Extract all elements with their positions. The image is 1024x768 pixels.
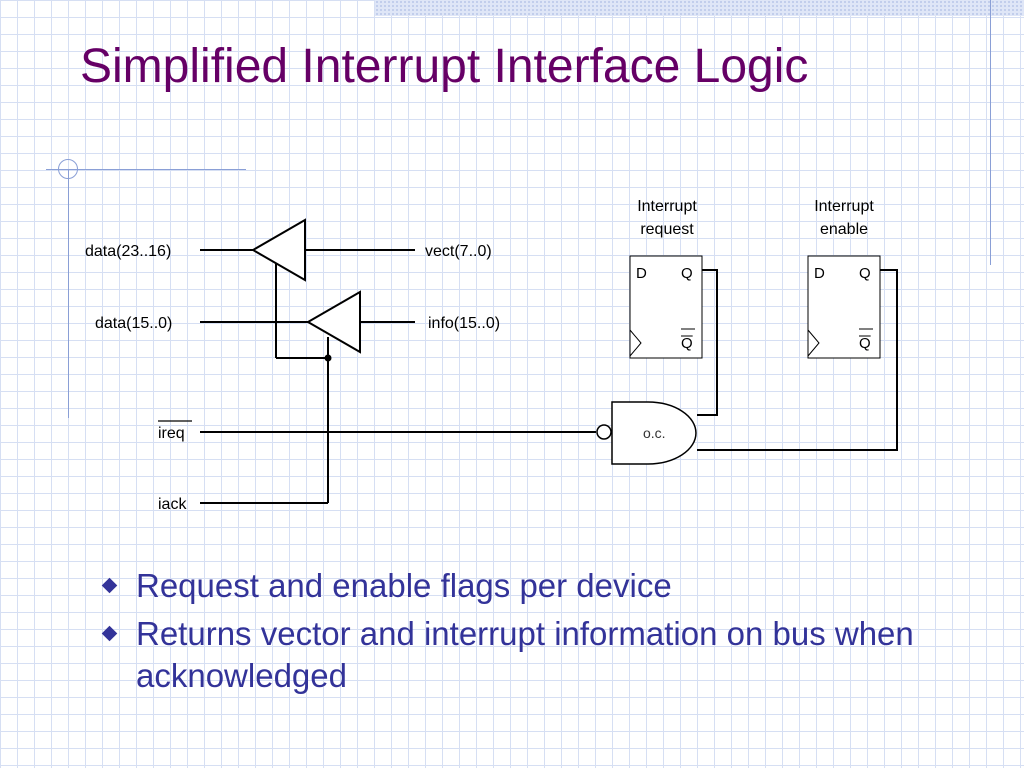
ff-enable-title-1: Interrupt bbox=[814, 198, 874, 215]
slide-title: Simplified Interrupt Interface Logic bbox=[80, 40, 809, 93]
ff-enable-pin-d: D bbox=[814, 265, 825, 282]
title-underline bbox=[46, 169, 246, 170]
ff-request-title-2: request bbox=[640, 221, 694, 238]
label-iack: iack bbox=[158, 496, 187, 513]
ff-request-pin-qbar: Q bbox=[681, 335, 693, 352]
wire-request-q bbox=[697, 269, 718, 416]
ff-enable-pin-q: Q bbox=[859, 265, 871, 282]
top-decor-band bbox=[375, 0, 1024, 16]
nand-gate bbox=[611, 401, 697, 465]
bullet-text: Request and enable flags per device bbox=[136, 567, 672, 604]
ff-request-pin-d: D bbox=[636, 265, 647, 282]
label-data-lo: data(15..0) bbox=[95, 315, 172, 332]
bullet-item: Request and enable flags per device bbox=[100, 565, 920, 607]
bullet-text: Returns vector and interrupt information… bbox=[136, 615, 914, 694]
diamond-bullet-icon bbox=[101, 577, 118, 594]
junction-dot bbox=[324, 354, 332, 362]
right-decor-line bbox=[990, 0, 991, 265]
label-data-hi: data(23..16) bbox=[85, 243, 171, 260]
ff-enable-pin-qbar: Q bbox=[859, 335, 871, 352]
ff-enable-box bbox=[807, 255, 881, 359]
gate-label: o.c. bbox=[643, 425, 666, 441]
ff-enable-title-2: enable bbox=[820, 221, 868, 238]
label-ireq: ireq bbox=[158, 425, 185, 442]
buffer-info bbox=[305, 290, 361, 354]
bullet-item: Returns vector and interrupt information… bbox=[100, 613, 920, 697]
diamond-bullet-icon bbox=[101, 625, 118, 642]
ff-request-pin-q: Q bbox=[681, 265, 693, 282]
label-info: info(15..0) bbox=[428, 315, 500, 332]
wire-enable-q bbox=[697, 269, 898, 451]
label-vect: vect(7..0) bbox=[425, 243, 492, 260]
left-decor-line bbox=[68, 170, 69, 418]
buffer-vect bbox=[250, 218, 306, 282]
ff-request-box bbox=[629, 255, 703, 359]
ff-enable-clock bbox=[807, 329, 820, 357]
ff-request-title-1: Interrupt bbox=[637, 198, 697, 215]
decor-circle-icon bbox=[58, 159, 78, 179]
ff-request-clock bbox=[629, 329, 642, 357]
gate-inversion-bubble bbox=[596, 424, 612, 440]
bullet-list: Request and enable flags per device Retu… bbox=[100, 565, 920, 703]
